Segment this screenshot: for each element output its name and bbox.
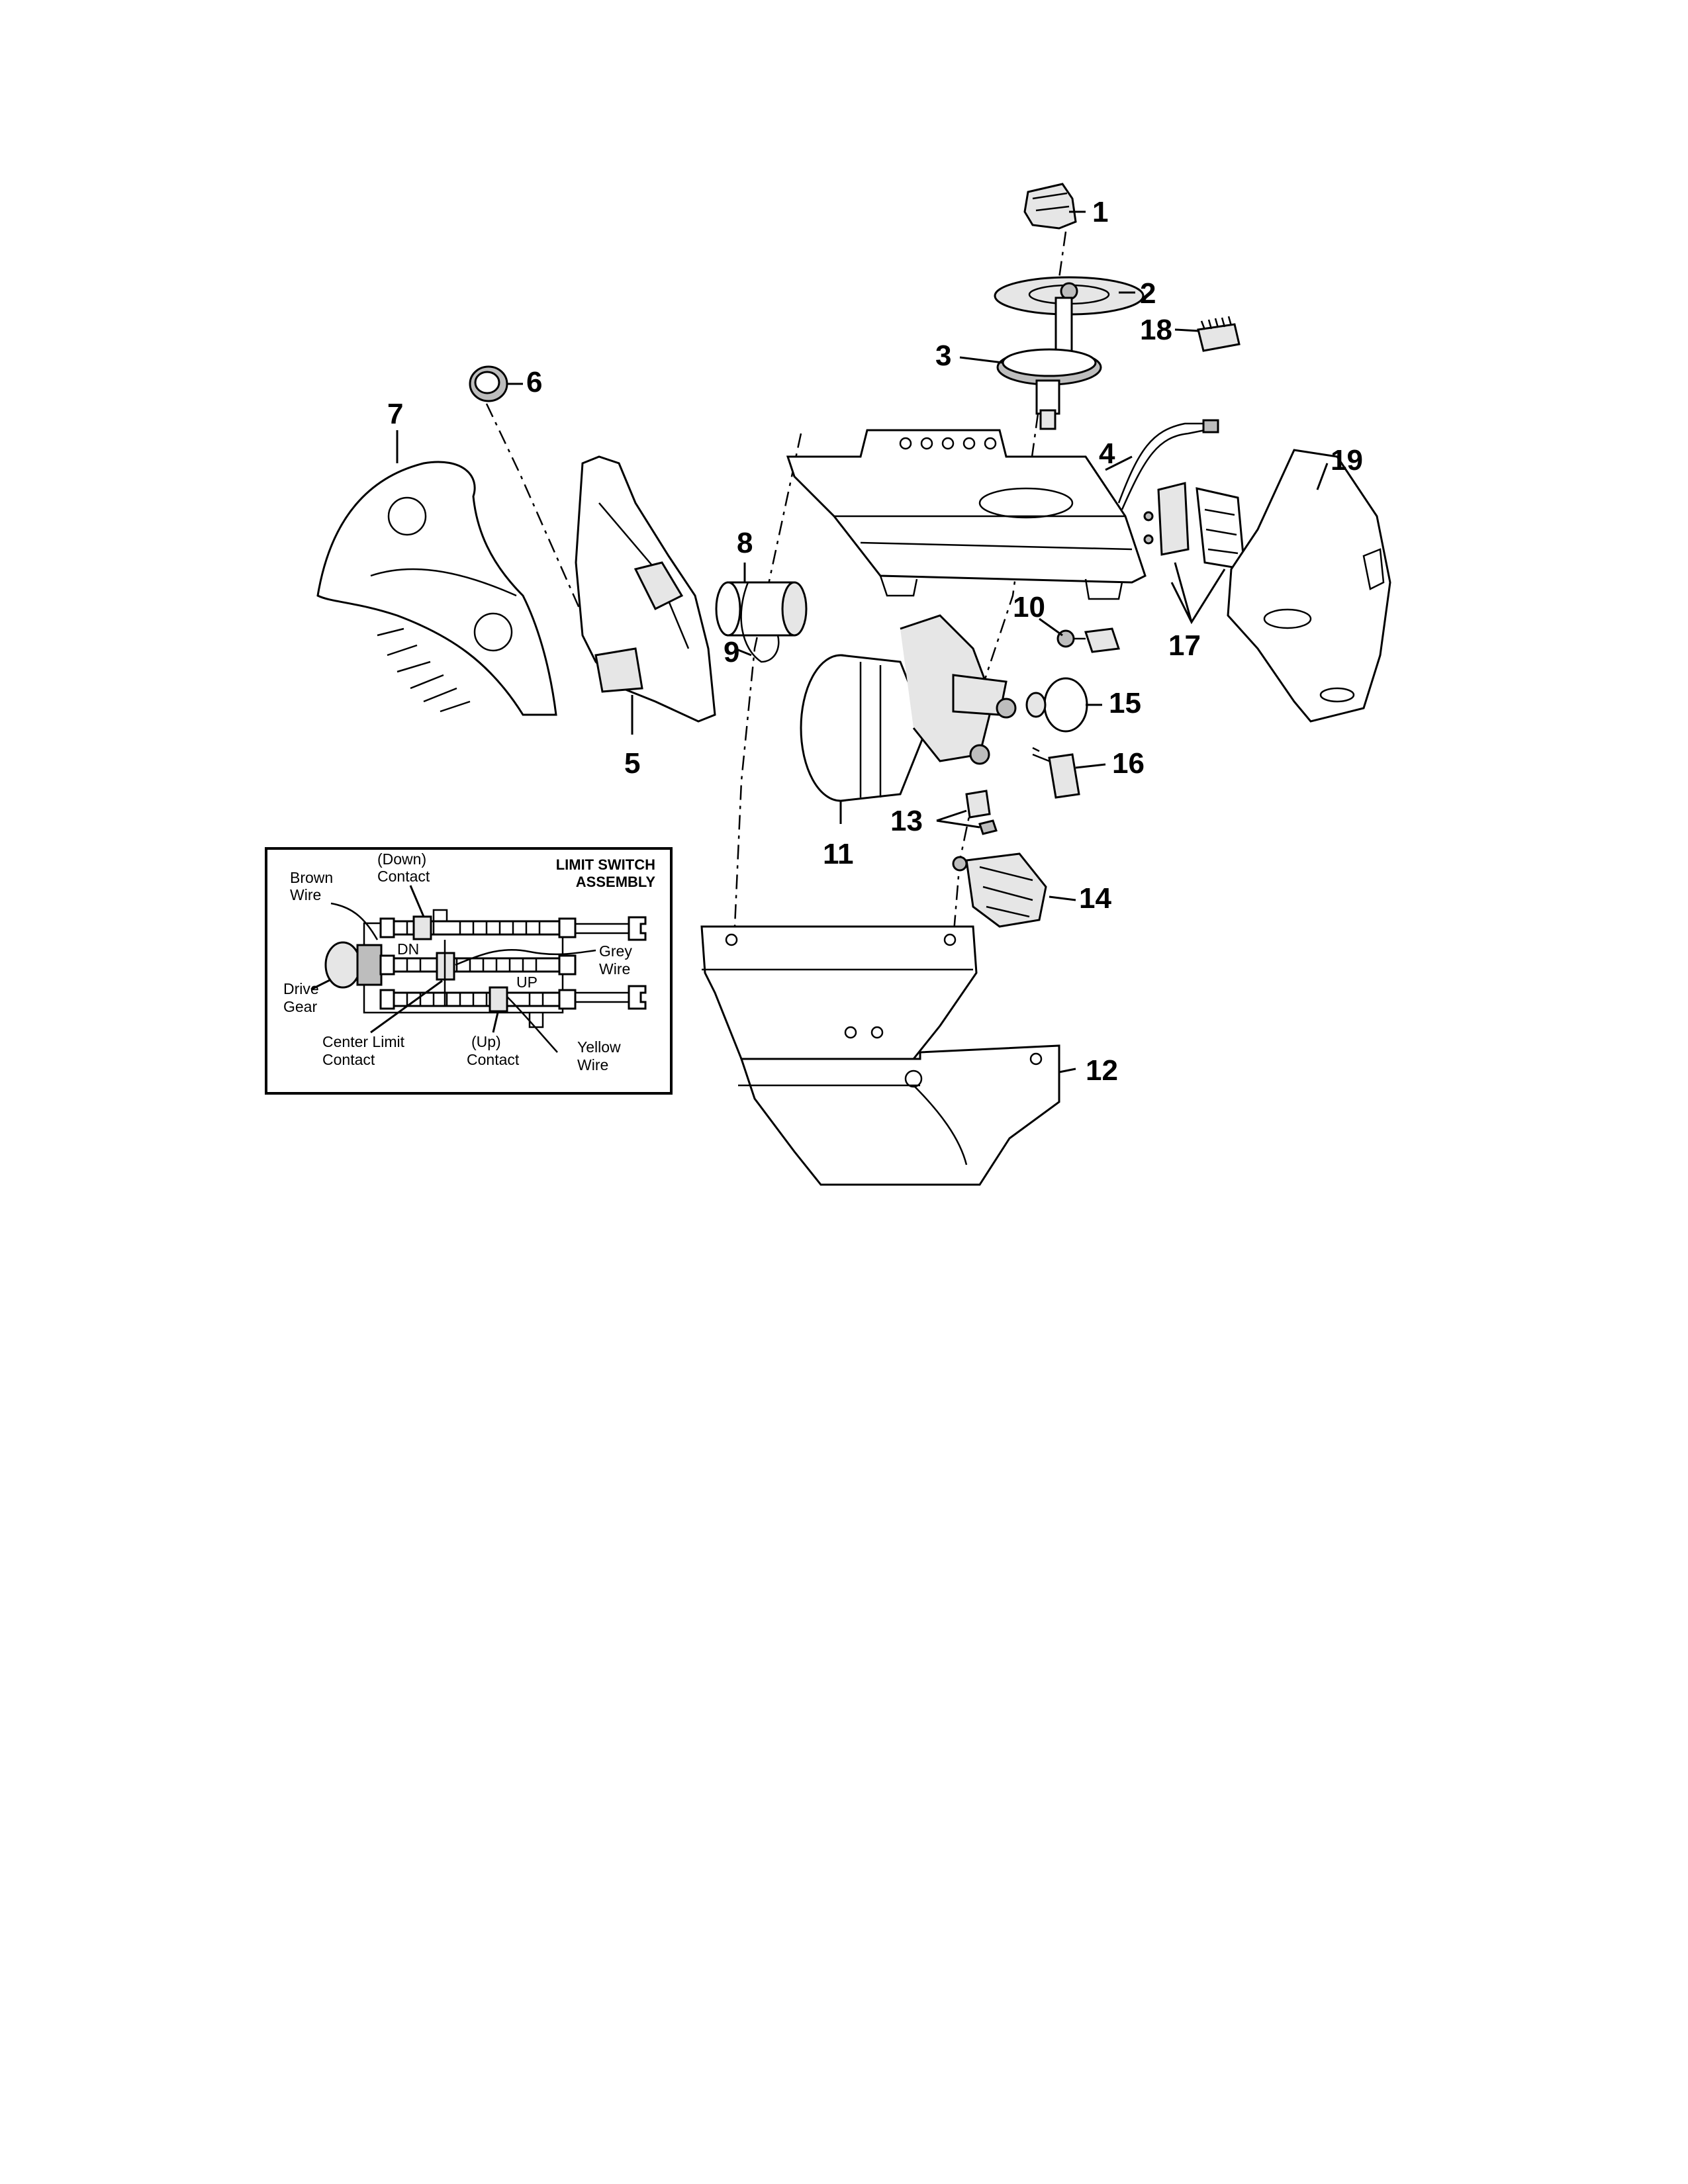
callout-19: 19 bbox=[1331, 444, 1363, 477]
drive-gear bbox=[324, 941, 361, 989]
callout-11: 11 bbox=[823, 838, 854, 870]
part-8-capacitor bbox=[715, 581, 808, 637]
part-2-drive-plate bbox=[994, 276, 1145, 365]
drive-gear-label-2: Gear bbox=[283, 998, 317, 1015]
part-5-side-panel bbox=[575, 455, 716, 723]
part-4-chassis bbox=[786, 419, 1219, 600]
up-mark: UP bbox=[516, 974, 538, 991]
callout-2: 2 bbox=[1140, 277, 1156, 310]
threaded-rods bbox=[379, 917, 577, 1010]
yellow-wire-label-2: Wire bbox=[577, 1056, 608, 1073]
callout-12: 12 bbox=[1086, 1054, 1118, 1087]
down-contact-label-1: (Down) bbox=[377, 850, 426, 868]
callout-16: 16 bbox=[1112, 747, 1145, 780]
part-13-fittings bbox=[965, 790, 998, 835]
up-contact-label-1: (Up) bbox=[471, 1033, 501, 1050]
callout-7: 7 bbox=[387, 398, 403, 430]
callout-4: 4 bbox=[1099, 437, 1115, 470]
brown-wire-label-2: Wire bbox=[290, 886, 321, 903]
grey-wire-label-2: Wire bbox=[599, 960, 630, 978]
callout-5: 5 bbox=[624, 747, 640, 780]
dn-mark: DN bbox=[397, 940, 419, 958]
up-contact-label-2: Contact bbox=[467, 1051, 520, 1068]
part-3-gear bbox=[996, 348, 1102, 430]
limit-switch-inset: LIMIT SWITCH ASSEMBLY bbox=[265, 847, 673, 1095]
inset-title-line2: ASSEMBLY bbox=[576, 874, 656, 890]
part-15-cap bbox=[1025, 677, 1088, 733]
callout-14: 14 bbox=[1079, 882, 1111, 915]
down-contact-label-2: Contact bbox=[377, 868, 430, 885]
part-9-strap bbox=[740, 582, 780, 663]
leader-lines bbox=[396, 210, 1329, 1073]
grey-wire-label-1: Grey bbox=[599, 942, 632, 960]
part-10-switch bbox=[1056, 627, 1121, 653]
callout-1: 1 bbox=[1092, 196, 1108, 228]
part-6-knob bbox=[469, 365, 508, 402]
inset-title-line1: LIMIT SWITCH bbox=[556, 856, 655, 873]
part-14-limit-switch bbox=[952, 852, 1047, 928]
callout-3: 3 bbox=[935, 340, 951, 372]
part-11-motor bbox=[800, 614, 1017, 802]
part-19-end-cover bbox=[1227, 449, 1391, 723]
callout-labels: 1 2 3 4 5 6 7 8 9 10 11 12 13 14 15 16 1… bbox=[387, 196, 1363, 1087]
brown-wire-label-1: Brown bbox=[290, 869, 333, 886]
part-17-boards bbox=[1143, 482, 1246, 570]
callout-6: 6 bbox=[526, 366, 542, 398]
callout-15: 15 bbox=[1109, 687, 1141, 719]
part-18-connector bbox=[1197, 316, 1241, 352]
callout-18: 18 bbox=[1140, 314, 1172, 346]
up-contact bbox=[489, 986, 508, 1013]
part-16-bracket bbox=[1032, 753, 1080, 799]
callout-13: 13 bbox=[890, 805, 923, 837]
part-12-housing bbox=[700, 925, 1060, 1186]
callout-9: 9 bbox=[724, 636, 739, 668]
part-7-lens-cover bbox=[316, 461, 557, 716]
callout-17: 17 bbox=[1168, 629, 1201, 662]
center-limit-label-2: Contact bbox=[322, 1051, 375, 1068]
yellow-wire-label-1: Yellow bbox=[577, 1038, 621, 1056]
down-contact bbox=[412, 915, 432, 940]
part-1-bracket bbox=[1023, 183, 1077, 230]
center-limit-label-1: Center Limit bbox=[322, 1033, 405, 1050]
callout-10: 10 bbox=[1013, 591, 1045, 623]
callout-8: 8 bbox=[737, 527, 753, 559]
